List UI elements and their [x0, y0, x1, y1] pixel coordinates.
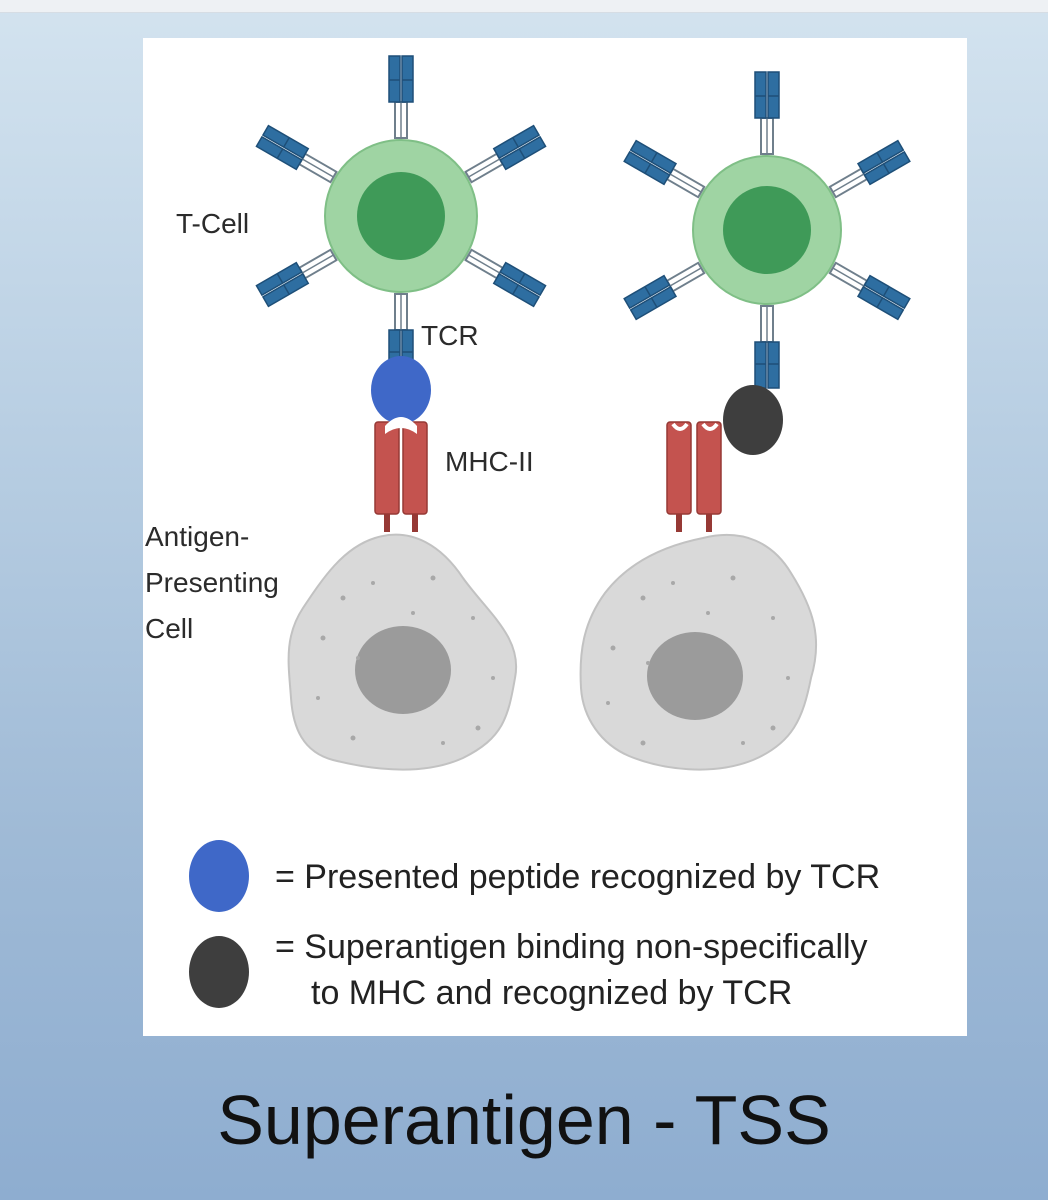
mhc-groove-left	[385, 417, 417, 434]
superantigen	[723, 385, 783, 455]
slide-title: Superantigen - TSS	[217, 1081, 831, 1159]
apc-label: Antigen- Presenting Cell	[145, 521, 279, 644]
top-strip	[0, 0, 1048, 13]
t-cell-label: T-Cell	[176, 208, 250, 239]
apc-right	[579, 533, 818, 771]
legend-item-peptide: = Presented peptide recognized by TCR	[275, 858, 881, 896]
apc-left	[287, 533, 518, 771]
tcr-label: TCR	[421, 320, 479, 351]
legend-dark-oval	[189, 936, 249, 1008]
t-cell-left	[255, 55, 547, 377]
legend-item-superantigen: = Superantigen binding non-specifically …	[275, 928, 868, 1012]
diagram-illustration	[189, 55, 911, 1008]
mhc-left	[374, 421, 428, 533]
mhc-right	[666, 421, 722, 533]
legend-blue-oval	[189, 840, 249, 912]
diagram-panel: T-Cell TCR MHC-II Antigen- Presenting Ce…	[143, 38, 967, 1036]
mhc-label: MHC-II	[445, 446, 534, 477]
presented-peptide	[371, 356, 431, 424]
t-cell-right	[623, 71, 911, 389]
